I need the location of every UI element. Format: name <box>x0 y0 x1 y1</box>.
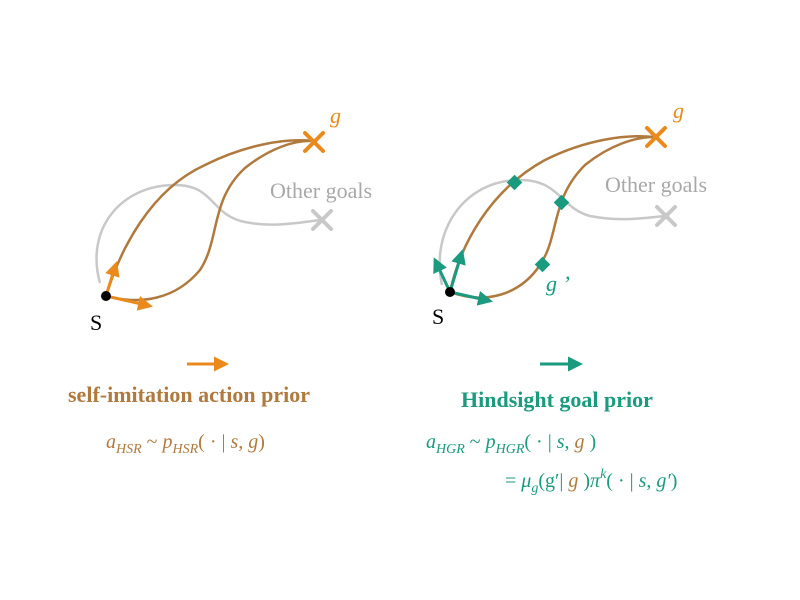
left-goal-x-icon <box>303 131 325 153</box>
right-other-goal-x-icon <box>655 205 677 227</box>
left-legend-title: self-imitation action prior <box>68 382 310 407</box>
left-other-goal-x-icon <box>311 209 333 231</box>
right-formula-line1: aHGR ~ pHGR( · | s, g ) <box>426 431 596 457</box>
left-formula: aHSR ~ pHSR( · | s, g) <box>106 431 265 457</box>
right-start-label: S <box>432 304 444 329</box>
right-legend-title: Hindsight goal prior <box>461 387 653 412</box>
right-action-arrow-3 <box>449 290 493 306</box>
left-trajectory-upper <box>104 139 314 297</box>
left-action-arrow-right <box>105 294 153 311</box>
left-trajectory-lower <box>105 139 314 302</box>
right-action-arrow-1 <box>433 257 452 293</box>
left-other-goals-label: Other goals <box>270 178 372 203</box>
right-panel: g Other goals S g ’ Hindsight goal prior… <box>426 98 707 496</box>
left-start-point <box>101 291 111 301</box>
left-panel: g Other goals S self-imitation action pr… <box>68 103 372 457</box>
right-goal-x-icon <box>645 126 667 148</box>
right-action-arrow-2 <box>448 249 466 293</box>
left-start-label: S <box>90 310 102 335</box>
right-subgoal-marker-1 <box>506 174 523 191</box>
left-goal-label: g <box>330 103 341 128</box>
right-other-goals-path <box>438 178 666 286</box>
right-trajectory-upper <box>448 135 655 293</box>
right-trajectory-lower <box>449 135 655 299</box>
right-start-point <box>445 287 455 297</box>
left-action-arrow-up <box>104 261 120 297</box>
right-subgoal-marker-2 <box>553 194 570 211</box>
right-goal-label: g <box>673 98 684 123</box>
right-formula-line2: = μg(g′| g )πk( · | s, g′) <box>505 467 677 496</box>
right-other-goals-label: Other goals <box>605 172 707 197</box>
left-other-goals-path <box>95 183 323 284</box>
right-subgoal-label: g ’ <box>546 271 570 296</box>
